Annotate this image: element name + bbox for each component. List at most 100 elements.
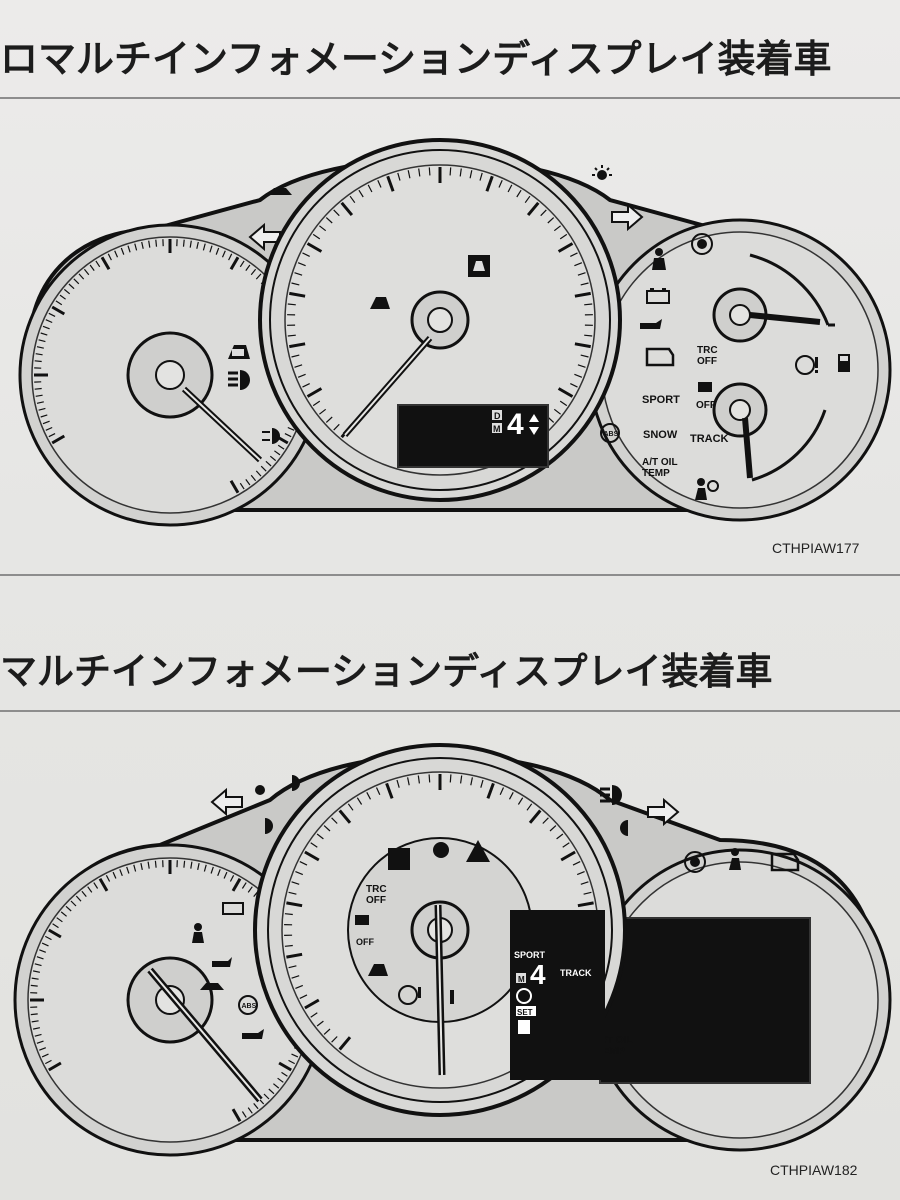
dial-tick [479,172,483,181]
dial-tick [30,984,38,987]
track-label: TRACK [690,433,729,445]
dial-tick [299,861,308,866]
dial-tick [294,364,303,368]
dial-tick [260,465,267,472]
dial-tick [34,1033,42,1037]
dial-tick [295,871,304,876]
dial-tick [485,175,494,192]
needle-temp [749,312,821,325]
fog-light-icon [262,428,280,444]
dial-tick [107,253,112,261]
dial-tick [358,189,364,198]
dial-tick [39,949,47,953]
dial-tick [459,168,462,177]
dial-tick [63,288,71,295]
dial-tick [304,850,320,862]
door-icon [370,297,390,309]
dial-tick [56,917,63,923]
heading-bottom: マルチインフォメーションディスプレイ装着車 [0,650,773,693]
dial-tick [284,433,292,438]
dial-tick [417,775,420,784]
dial-tick [291,1053,299,1058]
dial-tick [287,303,296,306]
dial-tick [148,240,151,248]
dial-tick [210,866,214,874]
dial-tick [83,268,90,276]
dial-tick [78,273,85,280]
shift-down-icon [529,427,539,435]
dial-tick [375,787,381,796]
dial-tick [577,364,586,368]
dial-tick [75,895,82,902]
svg-text:ABS: ABS [604,431,619,438]
dial-tick [274,450,281,456]
dial-tick [570,252,578,257]
dial-tick [367,184,373,193]
dial-tick [418,168,421,177]
dial-tick [469,170,473,179]
dial-tick [542,817,549,824]
dial-tick [30,1013,38,1016]
dial-tick [377,179,382,188]
dial-tick [31,977,39,980]
dial-tick [508,792,514,800]
dial-tick [277,444,285,450]
turn-left-icon-2 [210,787,243,817]
dial-tick [302,252,310,257]
dial-tick [289,342,306,349]
light-on-icon-2 [255,785,265,795]
dial-tick [580,282,589,286]
dial-tick [126,866,130,874]
dial-tick [385,782,394,799]
divider-bottom [0,710,900,712]
seat-icon [518,1020,530,1034]
dial-tick [297,373,306,378]
abs-icon-2: ABS [238,995,258,1015]
dial-tick [574,262,583,267]
dial-tick [229,875,235,882]
dial-tick [38,407,46,411]
dial-tick [562,842,570,848]
dial-tick [574,342,591,349]
dial-tick [302,383,310,388]
dial-tick [81,890,87,897]
dial-tick [277,1077,284,1083]
dial-tick [40,332,48,336]
dial-tick [255,470,262,477]
dial-tick [263,1093,270,1100]
dial-tick [45,935,52,941]
dial-tick [577,272,586,276]
airbag-icon [695,478,719,500]
master-warning-icon-2 [398,985,421,1005]
dial-tick [460,775,463,784]
dial-tick [253,1103,259,1110]
dial-tick [60,911,67,917]
dial-tick [331,817,338,824]
dial-tick [547,217,555,224]
water-temp-icon [450,990,454,1004]
multi-info-lcd-center [510,910,605,1080]
seatbelt-icon-2 [192,923,204,943]
slip-indicator-icon-2 [388,848,410,870]
dial-tick [65,905,72,912]
snow-label: SNOW [643,429,678,441]
dial-tick [229,479,240,494]
dial-tick [247,1107,253,1114]
dial-tick [147,861,150,869]
dial-tick [286,901,303,908]
door-icon-2 [368,964,388,976]
dial-tick [196,241,199,249]
dial-tick [183,860,186,868]
dial-tick [229,256,240,271]
dial-tick [288,1059,295,1065]
fog-light-icon-2 [292,775,300,791]
figure-code-top: CTHPIAW177 [772,540,860,556]
dial-tick [349,195,356,204]
dial-tick [112,871,117,879]
dial-tick [576,871,585,876]
dial-tick [36,401,44,404]
dial-tick [397,172,401,181]
